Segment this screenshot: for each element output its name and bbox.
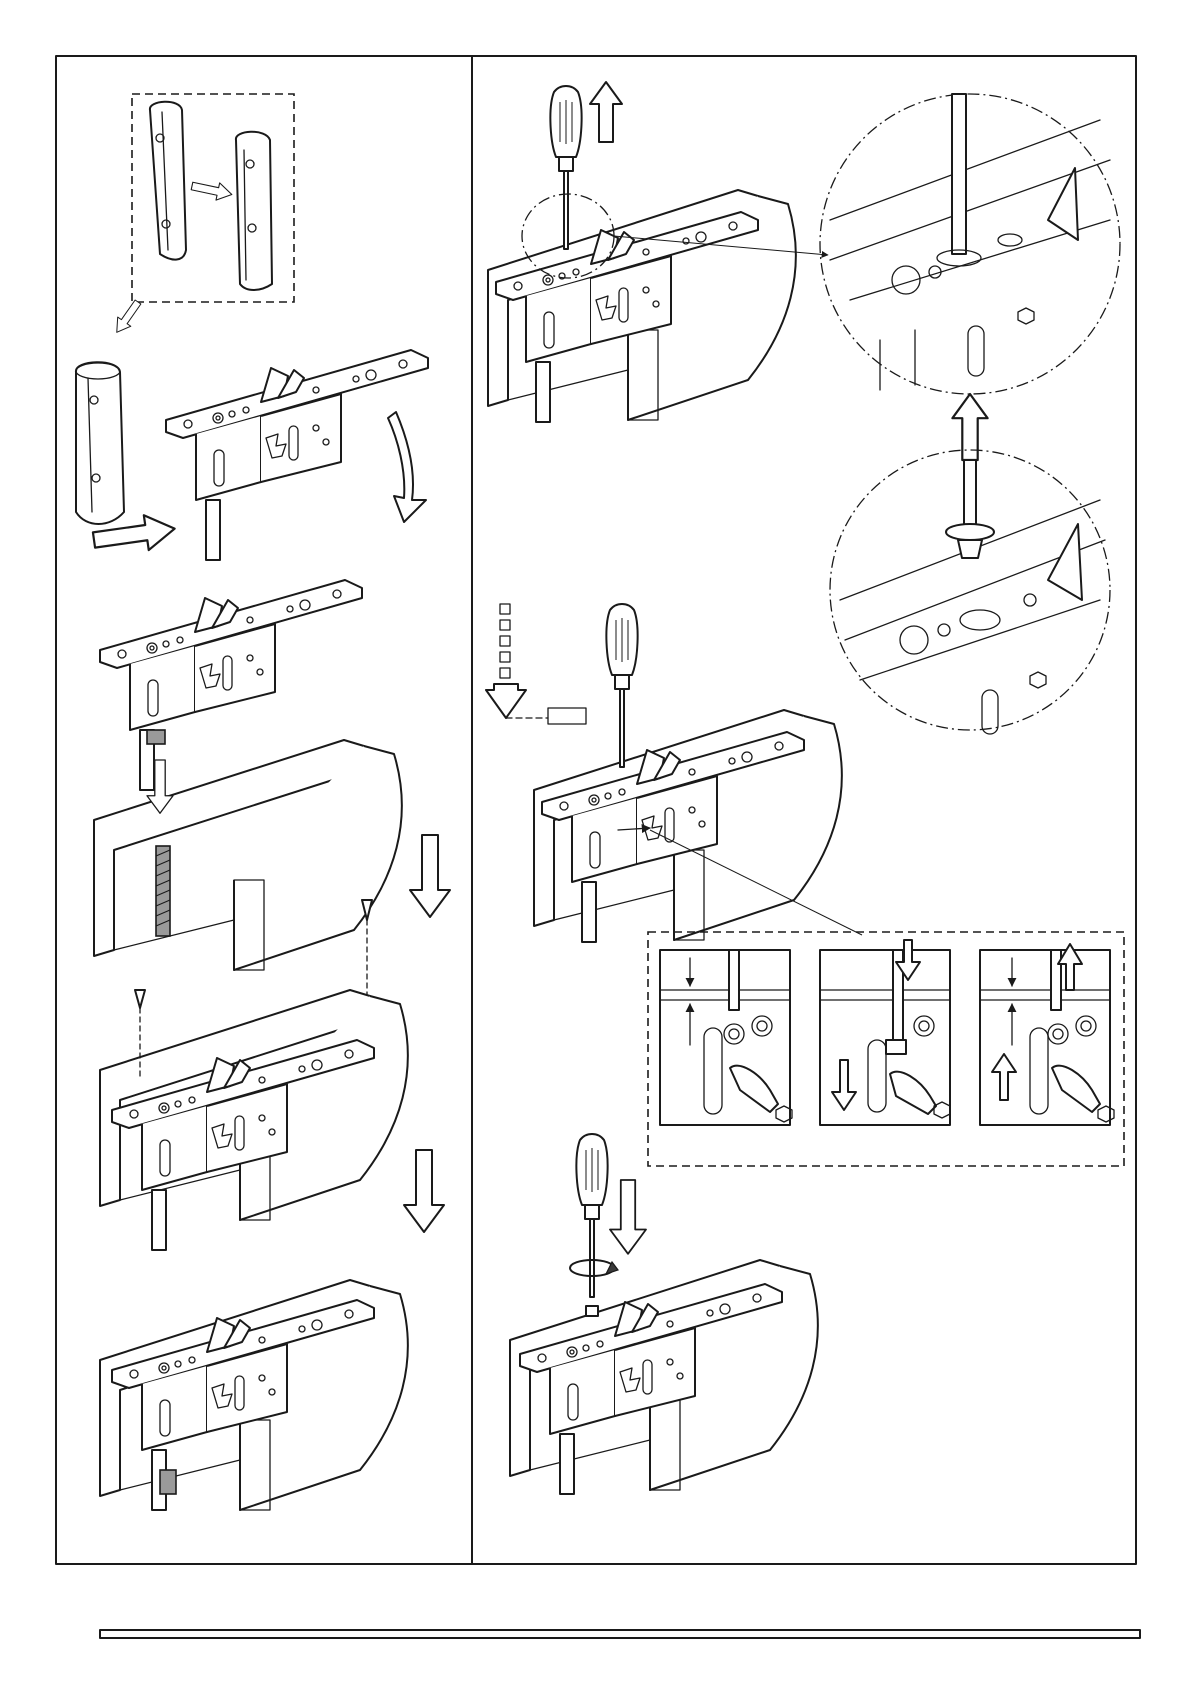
sleeve-parts-figure (132, 94, 294, 302)
adjustment-detail-3 (980, 944, 1114, 1125)
left-panel (76, 94, 450, 1510)
depth-indicator (486, 604, 586, 724)
curved-arrow-down (388, 412, 426, 522)
adjustment-detail-2 (820, 940, 950, 1125)
adjust-depth-figure (486, 604, 862, 942)
lock-mounted-figure (100, 1280, 408, 1510)
screwdriver-tighten-figure (510, 1134, 818, 1494)
adjustment-detail-1 (660, 950, 792, 1125)
detail-circle-screw-removed (830, 450, 1110, 734)
sleeve-and-lock-figure (76, 350, 428, 560)
screwdriver-loosen-figure (488, 82, 828, 422)
adjustment-details-box (648, 932, 1124, 1166)
right-panel (486, 82, 1124, 1494)
arrow-down-left (110, 297, 144, 336)
footer-bar (100, 1630, 1140, 1638)
detail-circle-screwdriver (820, 94, 1120, 394)
